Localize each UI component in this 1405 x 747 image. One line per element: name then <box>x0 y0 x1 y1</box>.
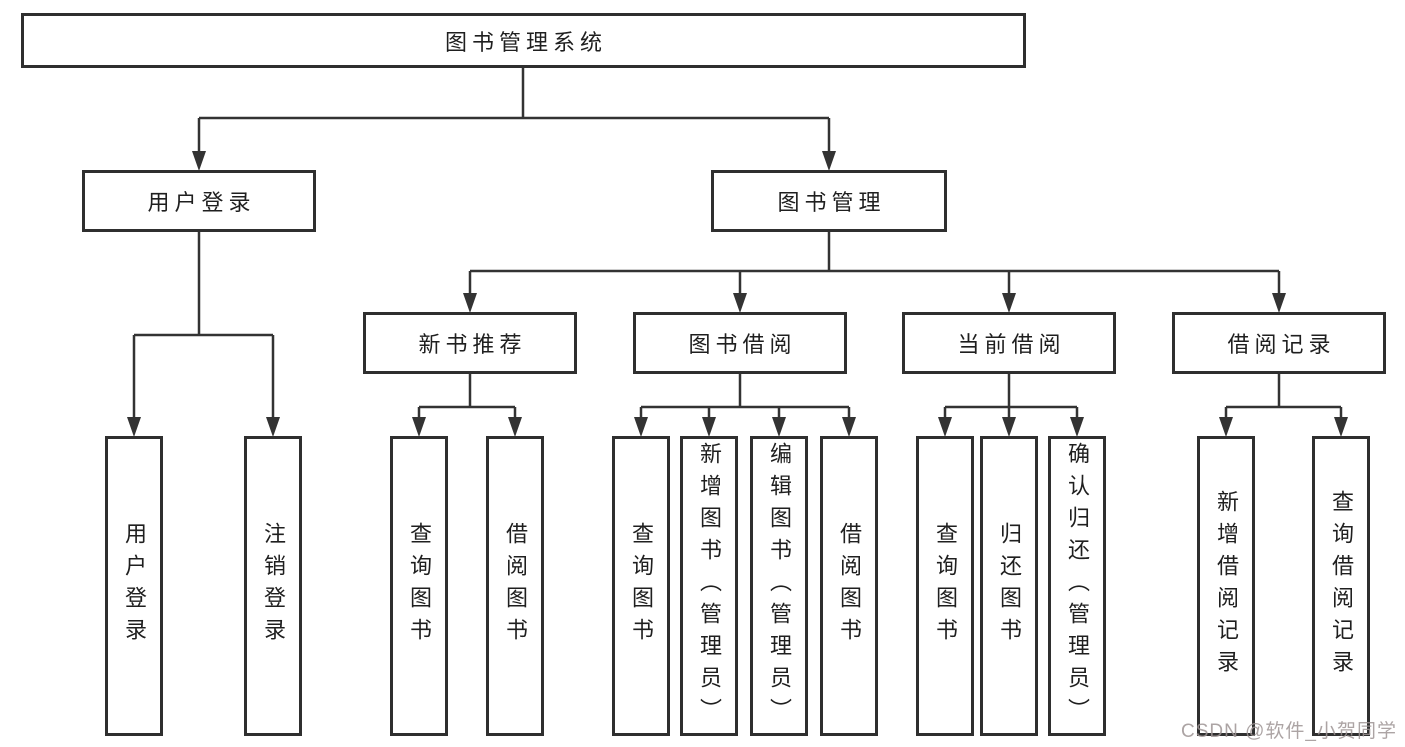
leaf-current-confirm-return-admin: 确认归还（管理员） <box>1048 436 1106 736</box>
leaf-user-login: 用户登录 <box>105 436 163 736</box>
node-user-login: 用户登录 <box>82 170 316 232</box>
node-book-borrow: 图书借阅 <box>633 312 847 374</box>
leaf-logout: 注销登录 <box>244 436 302 736</box>
node-borrow-records: 借阅记录 <box>1172 312 1386 374</box>
node-book-management: 图书管理 <box>711 170 947 232</box>
leaf-records-query-record: 查询借阅记录 <box>1312 436 1370 736</box>
node-current-borrow: 当前借阅 <box>902 312 1116 374</box>
node-new-book-recommend: 新书推荐 <box>363 312 577 374</box>
watermark: CSDN @软件_小贺同学 <box>1181 721 1397 742</box>
leaf-borrow-edit-book-admin: 编辑图书（管理员） <box>750 436 808 736</box>
leaf-current-query-books: 查询图书 <box>916 436 974 736</box>
leaf-current-return-books: 归还图书 <box>980 436 1038 736</box>
leaf-borrow-borrow-books: 借阅图书 <box>820 436 878 736</box>
leaf-borrow-query-books: 查询图书 <box>612 436 670 736</box>
leaf-newbook-query-books: 查询图书 <box>390 436 448 736</box>
node-library-system: 图书管理系统 <box>21 13 1026 68</box>
leaf-newbook-borrow-books: 借阅图书 <box>486 436 544 736</box>
arrowhead-icons <box>127 151 1348 437</box>
leaf-borrow-add-book-admin: 新增图书（管理员） <box>680 436 738 736</box>
leaf-records-add-record: 新增借阅记录 <box>1197 436 1255 736</box>
